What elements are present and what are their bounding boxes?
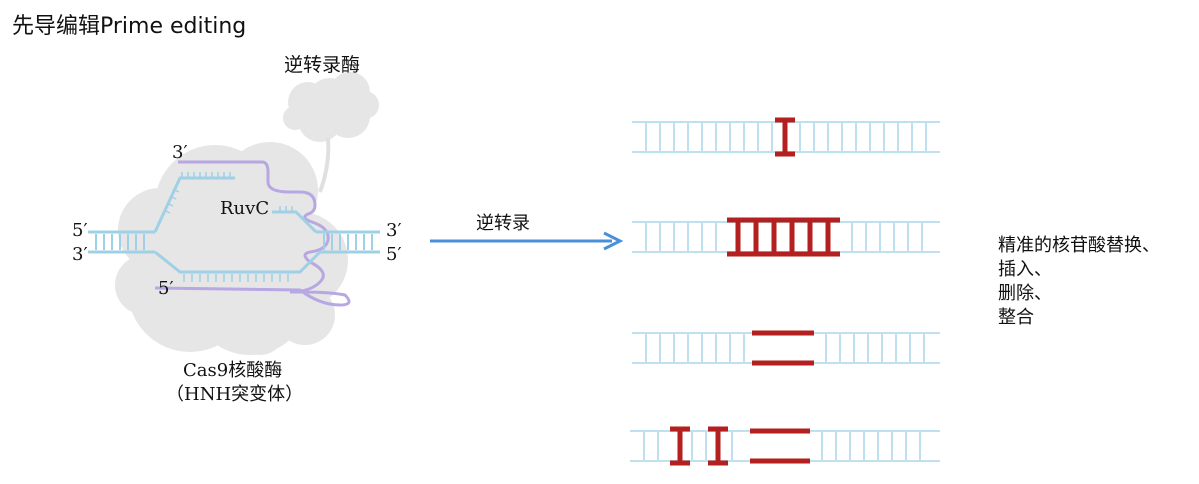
rt-linker (318, 137, 331, 193)
right-three-prime-label: 3′ (386, 220, 402, 241)
cas9-complex (88, 72, 380, 355)
outcome-combined (630, 426, 940, 466)
reverse-transcription-arrow (430, 231, 624, 251)
target-dna (88, 176, 380, 282)
three-prime-top-label: 3′ (172, 142, 188, 163)
left-five-prime-label: 5′ (72, 220, 88, 241)
right-five-prime-label: 5′ (386, 244, 402, 265)
bottom-five-prime-label: 5′ (158, 278, 174, 299)
ruvc-label: RuvC (220, 198, 270, 219)
reverse-transcription-label: 逆转录 (476, 213, 530, 234)
page-title: 先导编辑Prime editing (12, 14, 247, 39)
outcome-line-3: 删除、 (998, 283, 1052, 304)
left-three-prime-label: 3′ (72, 244, 88, 265)
rt-cloud (283, 72, 379, 142)
outcome-line-4: 整合 (998, 307, 1034, 328)
outcome-line-2: 插入、 (998, 259, 1052, 280)
outcome-insertion (632, 217, 940, 257)
outcome-line-1: 精准的核苷酸替换、 (998, 235, 1160, 256)
outcome-description: 精准的核苷酸替换、 插入、 删除、 整合 (998, 234, 1160, 330)
cas9-label: Cas9核酸酶 (183, 360, 283, 381)
hnh-mutant-label: （HNH突变体） (166, 384, 304, 405)
outcome-substitution (632, 117, 940, 157)
cas9-cloud (115, 142, 348, 355)
outcome-deletion (632, 330, 940, 366)
rt-enzyme-label: 逆转录酶 (284, 54, 361, 76)
